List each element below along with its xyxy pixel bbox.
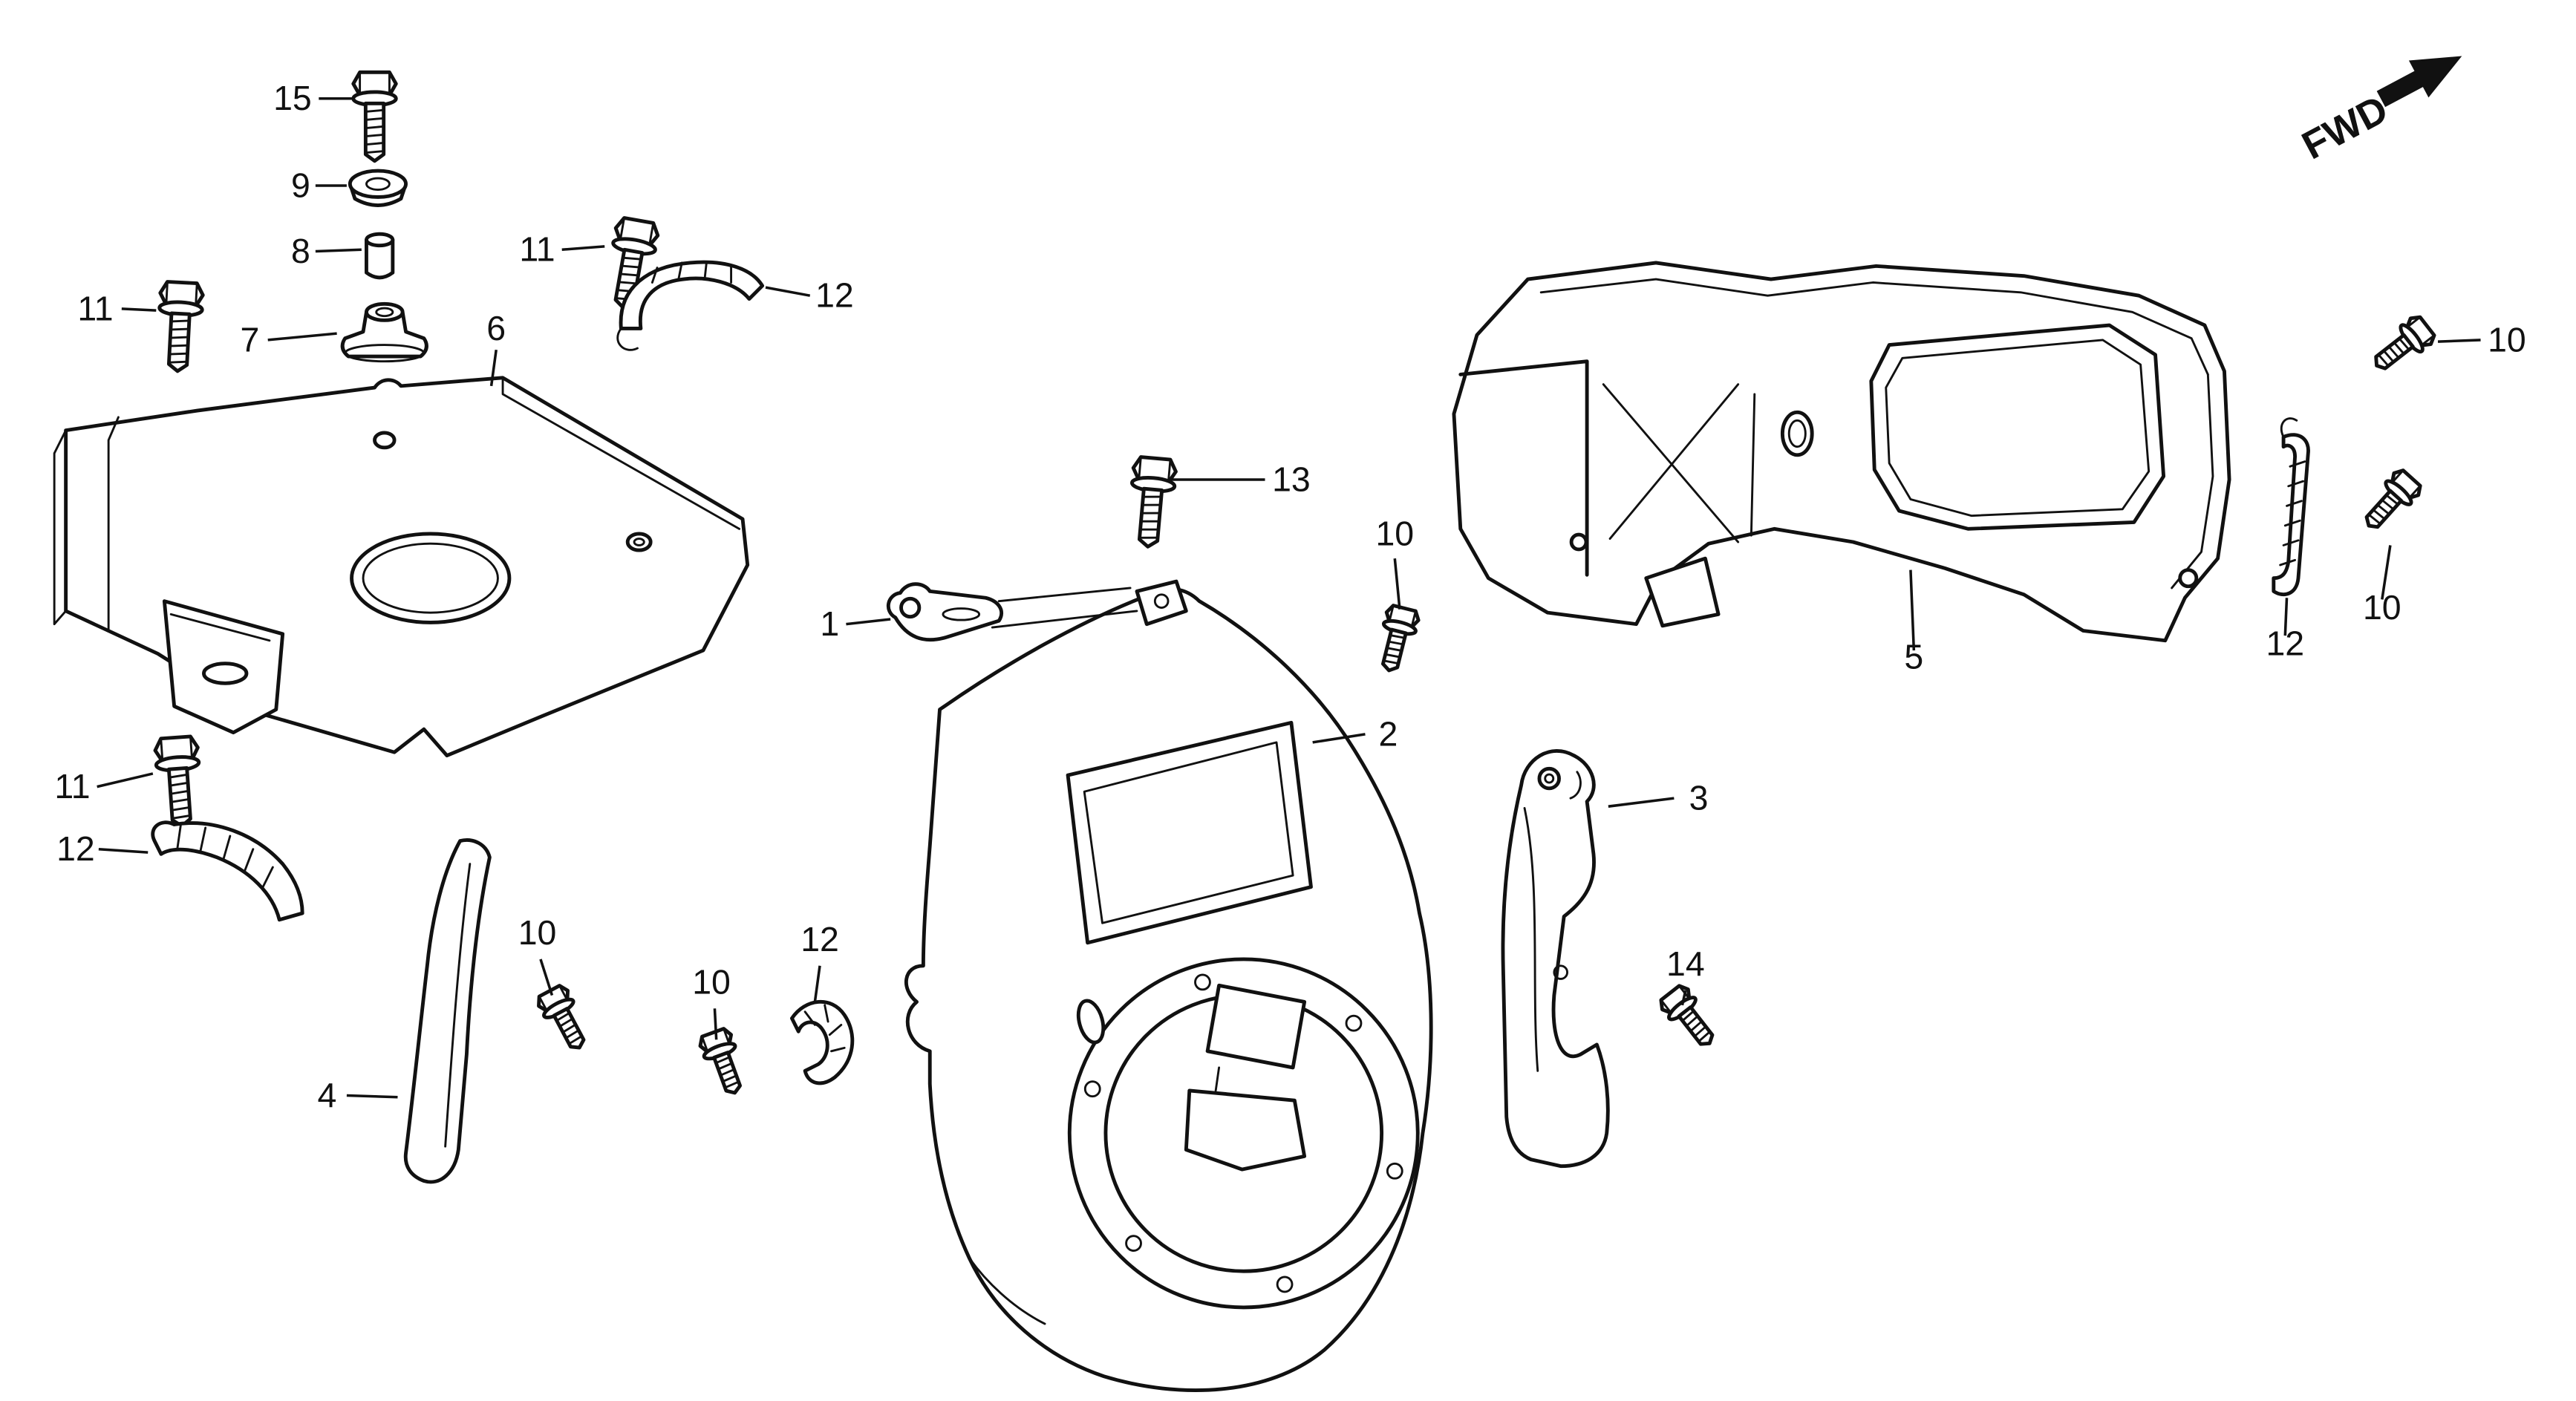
part-12-clamp-bottom-mid bbox=[789, 1000, 855, 1085]
callout-1: 1 bbox=[820, 604, 839, 643]
part-9-washer bbox=[348, 169, 408, 207]
part-14-bolt bbox=[1657, 983, 1723, 1054]
callout-15: 15 bbox=[273, 79, 312, 117]
part-5-shroud bbox=[1452, 261, 2231, 643]
callout-7: 7 bbox=[240, 320, 259, 359]
part-6-top-cover bbox=[53, 376, 750, 758]
part-15-bolt bbox=[353, 72, 397, 160]
part-10-bolt-right-top bbox=[2367, 313, 2437, 379]
callout-11-top-mid: 11 bbox=[519, 230, 555, 269]
fwd-indicator: FWD bbox=[2295, 56, 2462, 169]
callout-9: 9 bbox=[291, 166, 310, 204]
callout-2: 2 bbox=[1379, 714, 1398, 753]
part-8-collar bbox=[365, 232, 395, 280]
callout-10-bottom-1: 10 bbox=[518, 913, 557, 952]
callout-12-right: 12 bbox=[2266, 624, 2304, 663]
fwd-arrow-icon bbox=[2376, 56, 2462, 108]
part-12-clamp-top-mid bbox=[616, 260, 765, 351]
part-10-bolt-bottom-2 bbox=[697, 1027, 750, 1098]
callout-13: 13 bbox=[1272, 460, 1311, 498]
part-1-lever-plate bbox=[886, 582, 1138, 641]
callout-12-bottom-mid: 12 bbox=[800, 920, 839, 959]
part-12-clamp-right bbox=[2272, 417, 2310, 596]
callout-11-top-left: 11 bbox=[77, 289, 113, 327]
callout-5: 5 bbox=[1904, 637, 1923, 676]
callout-10-right-top: 10 bbox=[2488, 320, 2526, 359]
fwd-label: FWD bbox=[2295, 88, 2395, 169]
part-4-side-plate bbox=[403, 838, 492, 1184]
leader-lines bbox=[97, 97, 2481, 1099]
callout-14: 14 bbox=[1666, 944, 1705, 983]
callout-11-bottom-left: 11 bbox=[54, 767, 90, 806]
part-13-bolt bbox=[1126, 457, 1177, 549]
callout-4: 4 bbox=[317, 1076, 336, 1114]
callout-8: 8 bbox=[291, 232, 310, 270]
part-7-rubber-mount bbox=[340, 301, 428, 363]
callout-10-mid: 10 bbox=[1375, 514, 1414, 552]
callout-10-right-lower: 10 bbox=[2363, 588, 2401, 627]
callout-12-bottom-left: 12 bbox=[56, 829, 95, 868]
callout-10-bottom-2: 10 bbox=[692, 962, 731, 1001]
callout-6: 6 bbox=[486, 309, 506, 347]
part-10-bolt-bottom-1 bbox=[535, 983, 594, 1055]
part-11-bolt-bottom-left bbox=[154, 736, 203, 827]
callout-labels: 15 9 8 11 7 6 11 12 13 1 10 2 3 5 10 10 … bbox=[54, 79, 2526, 1114]
callout-12-top-mid: 12 bbox=[815, 276, 854, 315]
part-3-side-plate bbox=[1501, 749, 1610, 1169]
callout-3: 3 bbox=[1689, 779, 1709, 817]
part-2-fan-cover bbox=[904, 579, 1433, 1393]
part-12-clamp-bottom-left bbox=[151, 820, 304, 922]
part-11-bolt-top-left bbox=[156, 281, 203, 372]
part-10-bolt-right-lower bbox=[2357, 467, 2425, 537]
part-10-bolt-mid bbox=[1373, 604, 1421, 674]
